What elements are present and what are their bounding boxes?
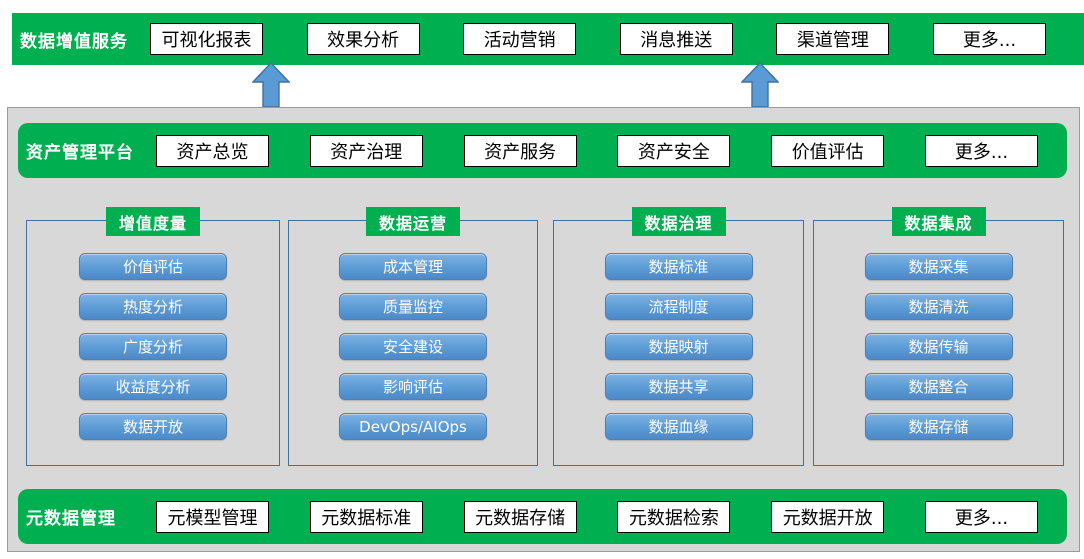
module-button[interactable]: 数据采集: [864, 253, 1013, 280]
module-button[interactable]: 热度分析: [79, 293, 227, 320]
column-buttons: 数据标准 流程制度 数据映射 数据共享 数据血缘: [554, 221, 803, 440]
column-header: 数据运营: [366, 207, 460, 236]
metadata-management-items: 元模型管理 元数据标准 元数据存储 元数据检索 元数据开放 更多...: [156, 500, 1067, 533]
module-button[interactable]: 流程制度: [604, 293, 753, 320]
asset-bar-item-asset-overview[interactable]: 资产总览: [156, 134, 269, 167]
module-button[interactable]: 安全建设: [339, 333, 487, 360]
module-button[interactable]: 收益度分析: [79, 373, 227, 400]
module-button[interactable]: 数据传输: [864, 333, 1013, 360]
asset-management-label: 资产管理平台: [26, 143, 134, 163]
metadata-management-bar: 元数据管理 元模型管理 元数据标准 元数据存储 元数据检索 元数据开放 更多..…: [18, 489, 1067, 544]
data-value-service-label: 数据增值服务: [20, 31, 128, 52]
module-button[interactable]: 成本管理: [339, 253, 487, 280]
column-data-integration: 数据集成 数据采集 数据清洗 数据传输 数据整合 数据存储: [813, 207, 1064, 466]
module-button[interactable]: DevOps/AIOps: [339, 413, 487, 440]
up-arrow-icon: [741, 62, 779, 108]
data-value-service-bar: 数据增值服务 可视化报表 效果分析 活动营销 消息推送 渠道管理 更多...: [12, 13, 1084, 65]
meta-bar-item-metadata-open[interactable]: 元数据开放: [771, 500, 885, 533]
module-button[interactable]: 数据共享: [604, 373, 753, 400]
meta-bar-item-metadata-search[interactable]: 元数据检索: [617, 500, 731, 533]
column-buttons: 成本管理 质量监控 安全建设 影响评估 DevOps/AIOps: [289, 221, 537, 440]
module-button[interactable]: 数据整合: [864, 373, 1013, 400]
column-data-governance: 数据治理 数据标准 流程制度 数据映射 数据共享 数据血缘: [553, 207, 804, 466]
column-value-measure: 增值度量 价值评估 热度分析 广度分析 收益度分析 数据开放: [26, 207, 280, 466]
up-arrow-icon: [252, 62, 290, 108]
asset-bar-item-more[interactable]: 更多...: [924, 134, 1038, 167]
module-button[interactable]: 数据血缘: [604, 413, 753, 440]
column-header: 数据治理: [631, 207, 726, 236]
data-value-service-items: 可视化报表 效果分析 活动营销 消息推送 渠道管理 更多...: [150, 23, 1084, 55]
module-button[interactable]: 广度分析: [79, 333, 227, 360]
asset-bar-item-asset-service[interactable]: 资产服务: [463, 134, 577, 167]
column-buttons: 价值评估 热度分析 广度分析 收益度分析 数据开放: [27, 221, 279, 440]
asset-bar-item-asset-governance[interactable]: 资产治理: [309, 134, 423, 167]
asset-management-items: 资产总览 资产治理 资产服务 资产安全 价值评估 更多...: [156, 134, 1067, 167]
top-bar-item-activity-marketing[interactable]: 活动营销: [463, 23, 577, 55]
meta-bar-item-metadata-standard[interactable]: 元数据标准: [309, 500, 423, 533]
top-bar-item-channel-management[interactable]: 渠道管理: [776, 23, 890, 55]
meta-bar-item-metadata-storage[interactable]: 元数据存储: [463, 500, 577, 533]
module-button[interactable]: 数据映射: [604, 333, 753, 360]
top-bar-item-more[interactable]: 更多...: [932, 23, 1046, 55]
module-button[interactable]: 数据开放: [79, 413, 227, 440]
asset-management-bar: 资产管理平台 资产总览 资产治理 资产服务 资产安全 价值评估 更多...: [18, 123, 1067, 178]
column-header: 数据集成: [891, 207, 986, 236]
meta-bar-item-more[interactable]: 更多...: [924, 500, 1038, 533]
asset-bar-item-asset-security[interactable]: 资产安全: [617, 134, 731, 167]
module-button[interactable]: 数据标准: [604, 253, 753, 280]
column-buttons: 数据采集 数据清洗 数据传输 数据整合 数据存储: [814, 221, 1063, 440]
top-bar-item-visual-report[interactable]: 可视化报表: [150, 23, 263, 55]
column-header: 增值度量: [106, 207, 200, 236]
asset-bar-item-value-evaluation[interactable]: 价值评估: [771, 134, 885, 167]
module-button[interactable]: 数据存储: [864, 413, 1013, 440]
metadata-management-label: 元数据管理: [26, 509, 116, 529]
top-bar-item-message-push[interactable]: 消息推送: [619, 23, 733, 55]
column-data-operations: 数据运营 成本管理 质量监控 安全建设 影响评估 DevOps/AIOps: [288, 207, 538, 466]
module-button[interactable]: 质量监控: [339, 293, 487, 320]
meta-bar-item-metamodel-management[interactable]: 元模型管理: [156, 500, 269, 533]
module-button[interactable]: 影响评估: [339, 373, 487, 400]
main-panel: 资产管理平台 资产总览 资产治理 资产服务 资产安全 价值评估 更多... 增值…: [7, 107, 1080, 552]
top-bar-item-effect-analysis[interactable]: 效果分析: [306, 23, 420, 55]
module-button[interactable]: 数据清洗: [864, 293, 1013, 320]
module-button[interactable]: 价值评估: [79, 253, 227, 280]
